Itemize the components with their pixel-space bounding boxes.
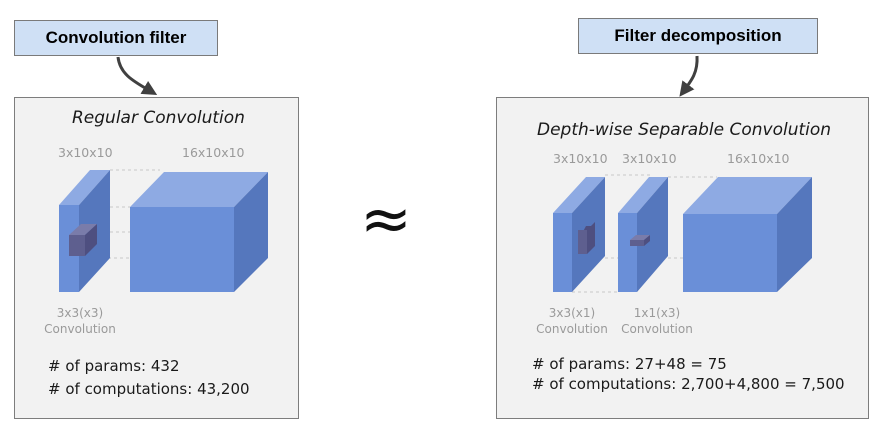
separable-pointwise-caption: 1x1(x3) Convolution (617, 305, 697, 337)
separable-pointwise-kernel (630, 235, 650, 246)
regular-computations: # of computations: 43,200 (48, 380, 250, 398)
right-tag-arrow (679, 55, 699, 97)
separable-depthwise-caption: 3x3(x1) Convolution (532, 305, 612, 337)
separable-depthwise-kernel (578, 222, 595, 254)
separable-output-dim: 16x10x10 (727, 151, 790, 166)
separable-pointwise-caption-line2: Convolution (621, 322, 693, 336)
regular-convolution-title: Regular Convolution (72, 108, 245, 128)
separable-pointwise-caption-line1: 1x1(x3) (633, 306, 681, 320)
separable-computations: # of computations: 2,700+4,800 = 7,500 (532, 375, 845, 393)
separable-mid-block (618, 177, 668, 292)
convolution-filter-tag: Convolution filter (14, 20, 218, 56)
regular-kernel-cube (69, 224, 97, 256)
regular-kernel-caption-line1: 3x3(x3) (56, 306, 104, 320)
separable-convolution-title: Depth-wise Separable Convolution (537, 120, 832, 140)
approximately-equal-symbol: ≈ (360, 182, 412, 255)
separable-input-dim: 3x10x10 (553, 151, 608, 166)
separable-connectors (572, 174, 717, 293)
separable-depthwise-caption-line2: Convolution (536, 322, 608, 336)
regular-params: # of params: 432 (48, 357, 180, 375)
filter-decomposition-tag: Filter decomposition (578, 18, 818, 54)
left-tag-arrow (116, 56, 158, 96)
separable-mid-dim: 3x10x10 (622, 151, 677, 166)
separable-params: # of params: 27+48 = 75 (532, 355, 727, 373)
separable-output-block (683, 177, 812, 292)
regular-output-block (130, 172, 268, 292)
separable-depthwise-caption-line1: 3x3(x1) (548, 306, 596, 320)
regular-output-dim: 16x10x10 (182, 145, 245, 160)
regular-kernel-caption: 3x3(x3) Convolution (44, 305, 116, 337)
regular-input-dim: 3x10x10 (58, 145, 113, 160)
regular-kernel-caption-line2: Convolution (44, 322, 116, 336)
